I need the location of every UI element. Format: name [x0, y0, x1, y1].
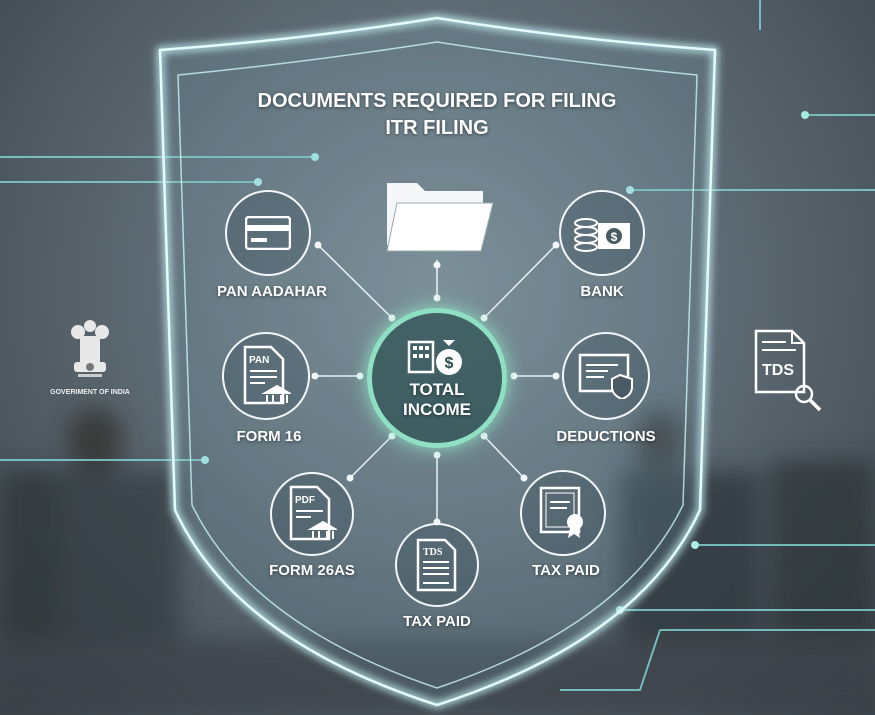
svg-text:PAN: PAN [249, 355, 269, 366]
tax-paid-label-2: TAX PAID [532, 562, 600, 579]
building-money-bag-icon: $ [407, 340, 462, 375]
title: DOCUMENTS REQUIRED FOR FILING ITR FILING [200, 88, 674, 142]
center-line-1: TOTAL [409, 380, 465, 399]
svg-text:$: $ [445, 355, 454, 372]
tds-label: TDS [762, 362, 794, 379]
emblem-caption: GOVERIMENT OF INDIA [50, 389, 130, 396]
pan-aadhar-label: PAN AADAHAR [217, 283, 327, 300]
deductions-label: DEDUCTIONS [556, 428, 656, 445]
title-line-2: ITR FILING [385, 117, 489, 139]
form-16-node: PAN [222, 332, 310, 420]
center-line-2: INCOME [403, 400, 471, 419]
deductions-node [562, 332, 650, 420]
pan-aadhar-node [225, 190, 311, 276]
title-line-1: DOCUMENTS REQUIRED FOR FILING [257, 90, 617, 112]
svg-text:PDF: PDF [295, 495, 315, 506]
tds-search-icon: TDS [752, 328, 824, 412]
tds-document-icon: TDS [416, 538, 457, 592]
form-26as-node: PDF [270, 472, 354, 556]
bank-label: BANK [580, 283, 624, 300]
form-26as-label: FORM 26AS [269, 562, 355, 579]
id-card-icon [245, 216, 291, 250]
ashoka-emblem-icon [71, 320, 109, 377]
total-income-hub: $ TOTAL INCOME [367, 308, 507, 448]
svg-text:$: $ [611, 230, 618, 244]
certificate-ribbon-icon [539, 486, 583, 538]
coins-cash-icon: $ [574, 218, 630, 252]
pan-document-icon: PAN [243, 345, 291, 405]
pdf-document-icon: PDF [289, 485, 337, 541]
tds-node: TDS [395, 523, 479, 607]
svg-text:TDS: TDS [423, 547, 443, 558]
folder-icon [383, 175, 495, 260]
bank-node: $ [559, 190, 645, 276]
form-16-label: FORM 16 [236, 428, 302, 445]
tax-paid-node [520, 470, 606, 556]
certificate-shield-icon [578, 353, 633, 399]
tax-paid-label-1: TAX PAID [403, 613, 471, 630]
government-emblem: GOVERIMENT OF INDIA [40, 318, 140, 396]
